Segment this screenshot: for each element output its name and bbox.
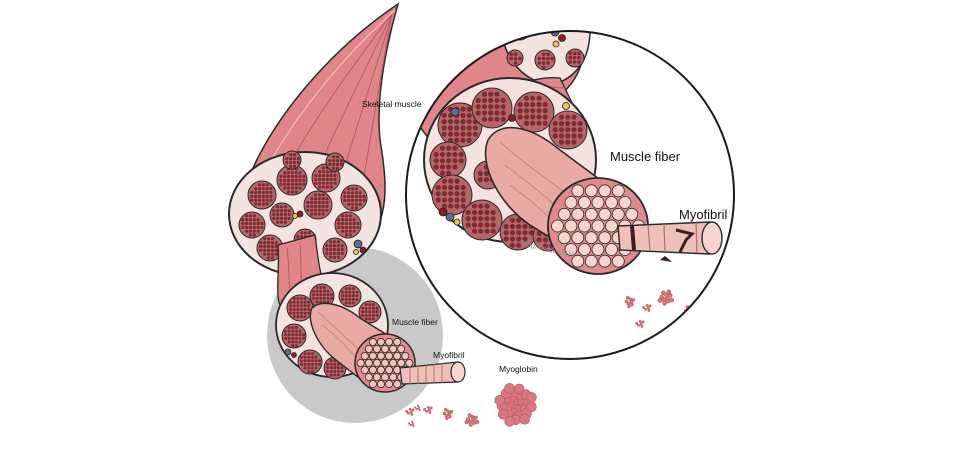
myofibril-small xyxy=(399,361,466,385)
label-muscle-fiber-small: Muscle fiber xyxy=(392,317,438,327)
fascicle-12 xyxy=(325,152,345,172)
label-muscle-fiber-zoom: Muscle fiber xyxy=(610,149,681,164)
fascicle-0 xyxy=(247,180,277,210)
muscle-fiber-5 xyxy=(297,349,323,375)
muscle-fiber-3 xyxy=(358,300,382,324)
muscle-cross-section xyxy=(228,150,382,277)
myofibril-cross-section-zoom xyxy=(551,184,645,268)
myoglobin-3 xyxy=(408,420,415,428)
myoglobin-6 xyxy=(494,383,537,427)
fascicle-7 xyxy=(334,211,362,239)
zoom-muscle-fiber-3 xyxy=(548,110,588,150)
muscle-fiber-small xyxy=(309,302,416,393)
label-myoglobin: Myoglobin xyxy=(499,364,538,374)
myofibril-dots-zoom xyxy=(551,184,645,268)
fascicle-6 xyxy=(303,190,333,220)
muscle-fiber-group-small xyxy=(281,283,382,380)
myoglobin-4 xyxy=(442,408,454,421)
fascicle-3 xyxy=(340,184,368,212)
myoglobin-0 xyxy=(405,407,415,416)
muscle-fiber-4 xyxy=(281,323,307,349)
myofibril-cross-section-small xyxy=(356,337,414,389)
muscle-fiber-0 xyxy=(286,294,314,322)
zoom-muscle-fiber-5 xyxy=(431,174,473,216)
zoom-muscle-fiber-2 xyxy=(513,91,555,133)
fascicle-11 xyxy=(282,150,302,170)
fascicle-4 xyxy=(238,211,266,239)
zoom-muscle-fiber-6 xyxy=(461,199,503,241)
zoom-myoglobin-0 xyxy=(624,296,636,309)
label-myofibril-small: Myofibril xyxy=(433,350,465,360)
zoom-top-fascicle-3 xyxy=(506,49,524,67)
label-myofibril-zoom: Myofibril xyxy=(679,207,728,222)
zoom-circle xyxy=(405,30,735,360)
zoom-top-fascicle-2 xyxy=(565,48,585,68)
zoom-myoglobin-4 xyxy=(635,319,645,328)
fascicle-8 xyxy=(256,234,284,262)
fascicle-5 xyxy=(269,202,295,228)
zoom-myoglobin-1 xyxy=(642,303,652,312)
muscle-fiber-2 xyxy=(338,284,362,308)
muscle-fiber-1 xyxy=(309,283,335,309)
myoglobin-clusters xyxy=(405,383,537,428)
fascicle-group xyxy=(238,150,368,263)
zoom-muscle-fiber-4 xyxy=(429,141,467,179)
zoom-top-fascicle-1 xyxy=(534,49,556,71)
myofibril-dots-small xyxy=(356,337,414,389)
fascicle-1 xyxy=(276,164,308,196)
myoglobin-1 xyxy=(414,404,421,412)
myoglobin-2 xyxy=(423,405,433,414)
myoglobin-5 xyxy=(464,413,480,427)
label-skeletal-muscle: Skeletal muscle xyxy=(362,99,422,109)
zoom-myoglobin-2 xyxy=(657,289,675,306)
zoom-muscle-fiber-1 xyxy=(471,87,513,129)
zoom-muscle-fiber-0 xyxy=(437,102,483,148)
fascicle-10 xyxy=(322,237,348,263)
